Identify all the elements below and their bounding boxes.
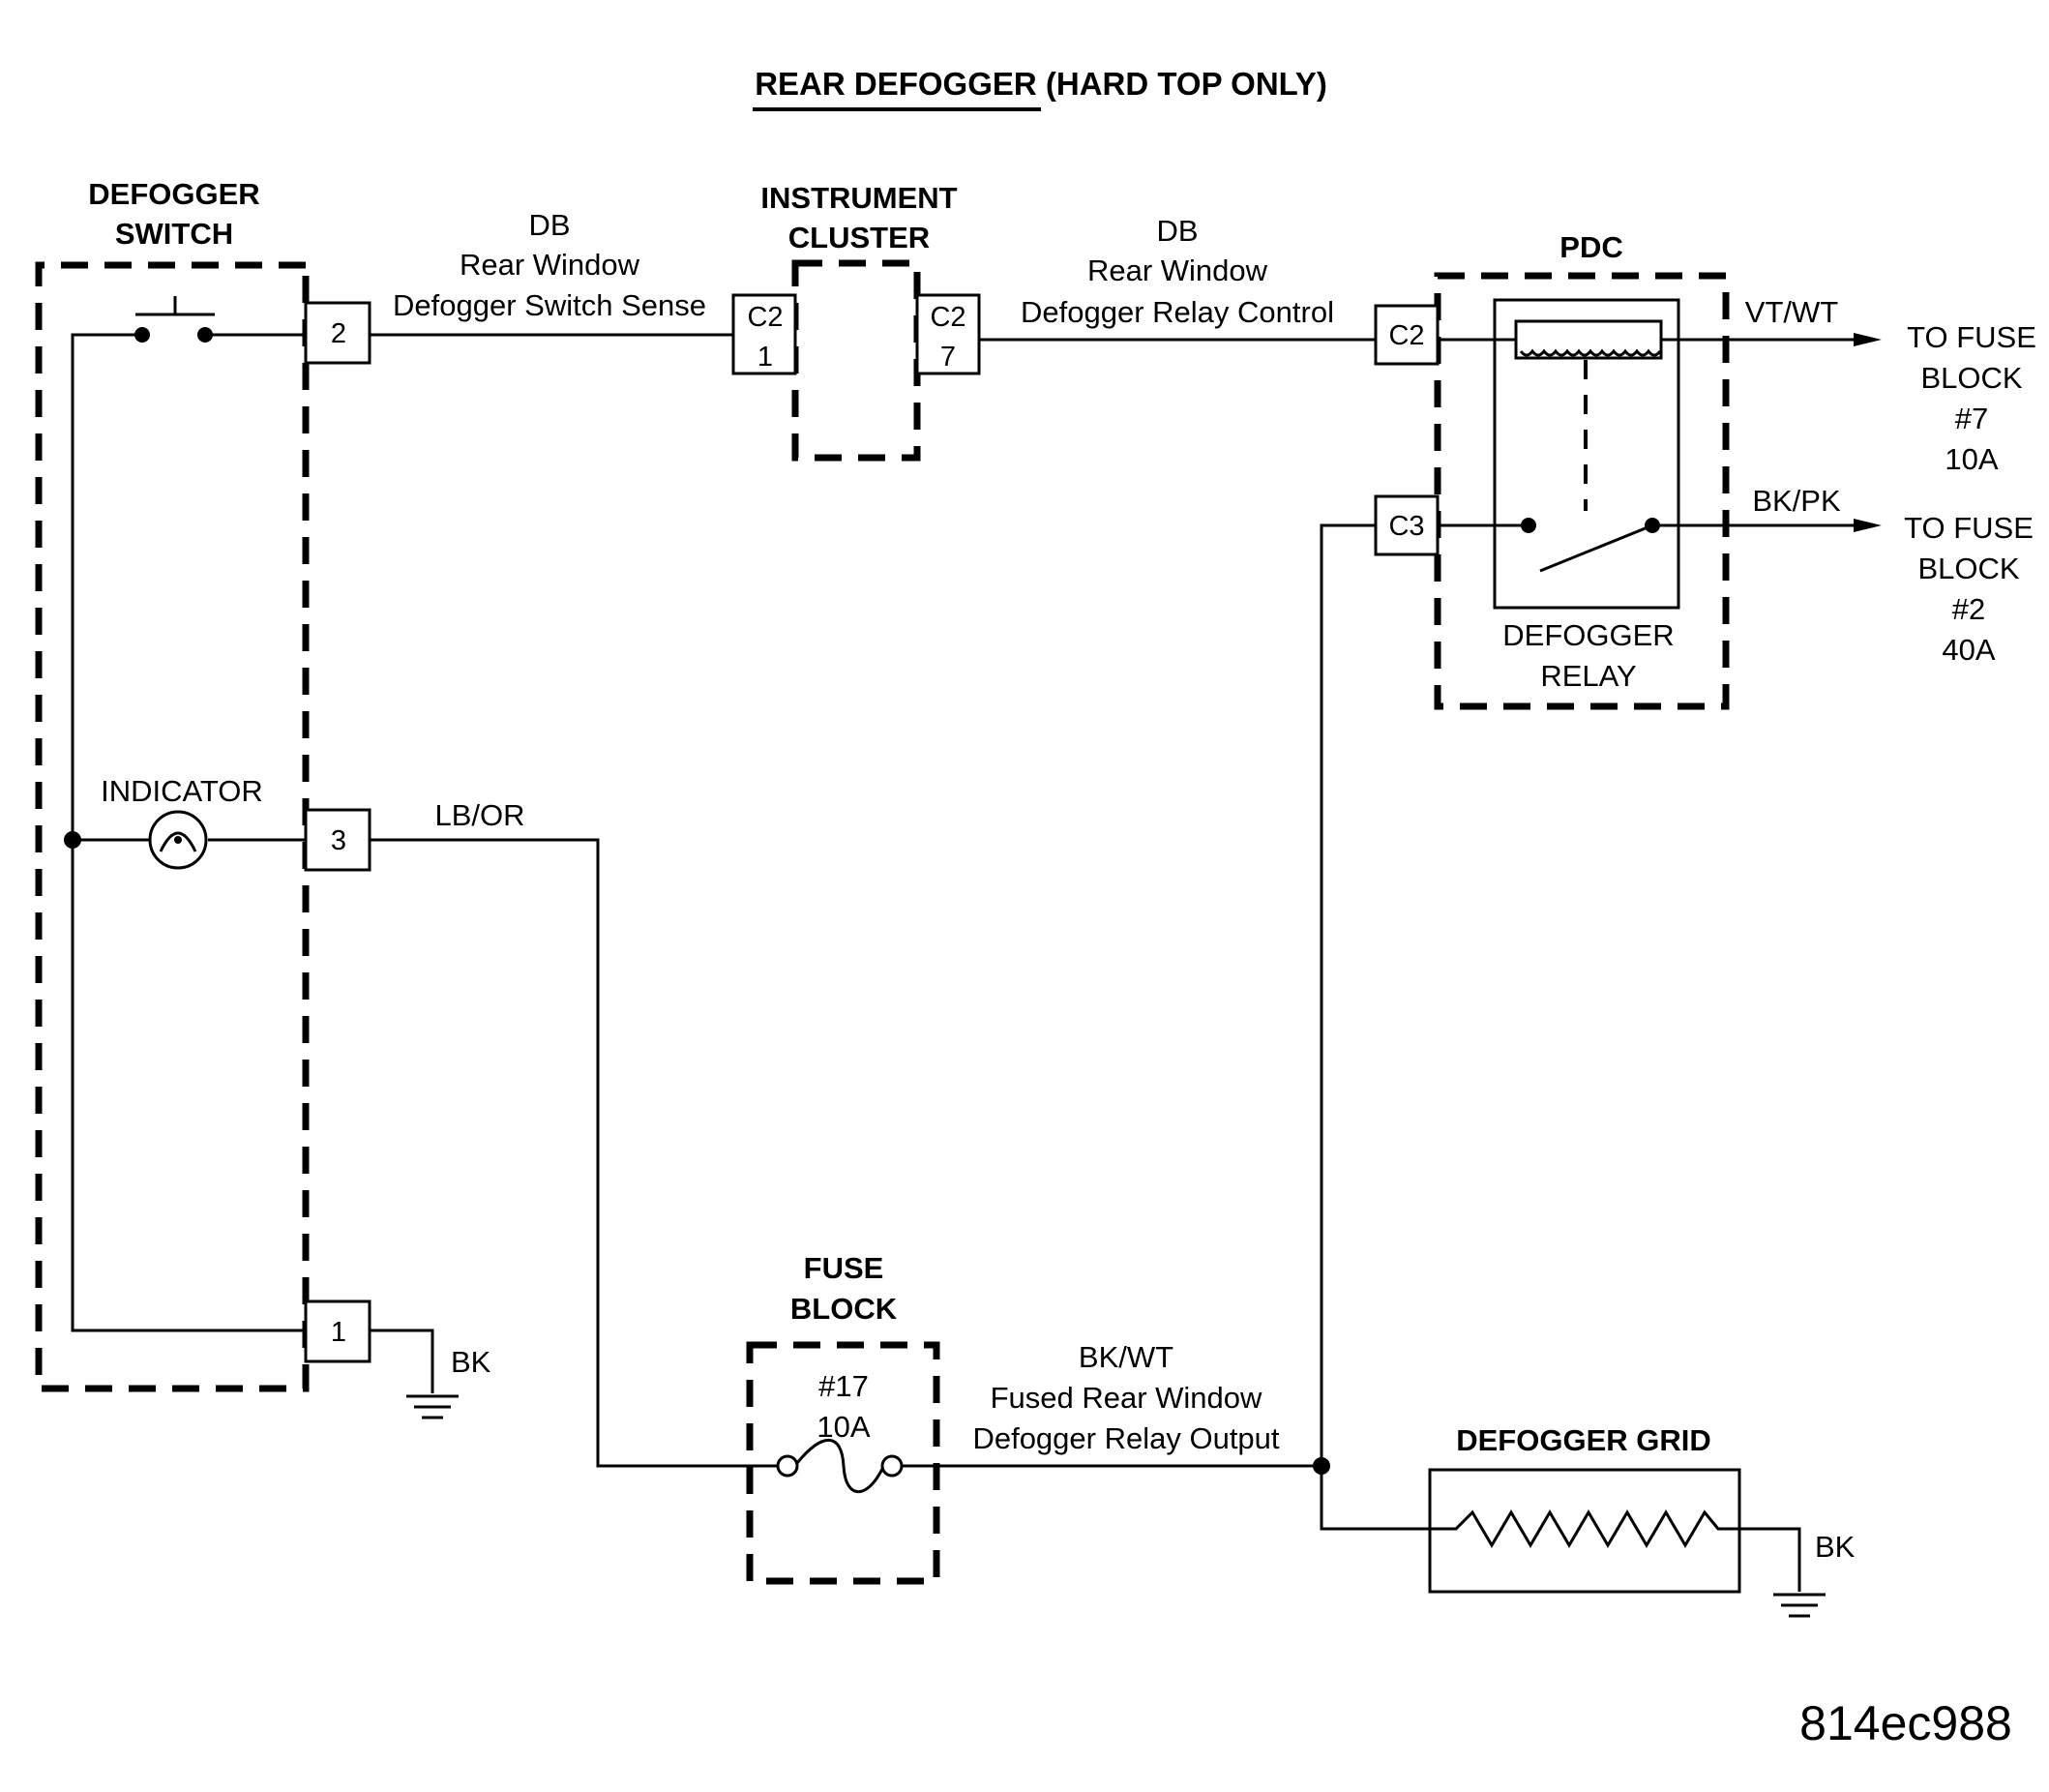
- fuse-block-label-2: BLOCK: [790, 1292, 898, 1326]
- relay-output-wire-desc-1: Fused Rear Window: [991, 1381, 1262, 1415]
- figure-code: 814ec988: [1799, 1696, 2012, 1750]
- ground-icon: [406, 1394, 459, 1419]
- relay-control-wire-color: DB: [1156, 214, 1198, 248]
- coil-feed-dest-1: TO FUSE: [1907, 320, 2036, 354]
- switch-sense-wire-desc-2: Defogger Switch Sense: [393, 288, 706, 322]
- relay-output-wire-color: BK/WT: [1079, 1340, 1173, 1374]
- defogger-switch: DEFOGGER SWITCH INDICATOR 2 3 1: [35, 177, 371, 1392]
- junction-dot: [64, 831, 81, 849]
- contact-feed-dest-3: #2: [1952, 592, 1985, 626]
- pdc-connector-c2: C2: [1388, 320, 1424, 351]
- coil-feed-dest-3: #7: [1955, 402, 1988, 435]
- switch-sense-wire-desc-1: Rear Window: [460, 248, 640, 282]
- relay-control-wire-desc-1: Rear Window: [1087, 254, 1268, 287]
- switch-pin-3: 3: [331, 825, 346, 856]
- arrow-icon: [1854, 519, 1882, 532]
- switch-pin-2: 2: [331, 318, 346, 349]
- fuse-icon: [751, 1438, 936, 1494]
- junction-dot: [1313, 1457, 1330, 1475]
- ground-icon: [1773, 1593, 1826, 1618]
- grid-resistor-icon: [1430, 1509, 1739, 1548]
- instrument-cluster-boundary: [791, 259, 921, 462]
- relay-coil-icon: [1438, 319, 1726, 511]
- cluster-right-connector: C2: [930, 302, 965, 333]
- switch-pin-1: 1: [331, 1317, 346, 1348]
- defogger-relay-label-1: DEFOGGER: [1502, 618, 1674, 652]
- defogger-switch-boundary: [35, 261, 310, 1392]
- relay-contact-icon: [1438, 518, 1726, 573]
- relay-output-wire-desc-2: Defogger Relay Output: [972, 1421, 1279, 1455]
- contact-feed-dest-2: BLOCK: [1917, 552, 2019, 585]
- indicator-feed-wire-color: LB/OR: [434, 798, 524, 832]
- grid-ground-wire-color: BK: [1815, 1530, 1856, 1564]
- pdc: PDC C2 C3 DEFOGGER RELAY: [1374, 230, 1730, 710]
- pdc-label: PDC: [1559, 230, 1622, 264]
- indicator-lamp-icon: [148, 810, 208, 870]
- fuse-rating: 10A: [817, 1410, 870, 1444]
- switch-ground-wire-color: BK: [451, 1345, 491, 1379]
- coil-feed-dest-2: BLOCK: [1920, 361, 2022, 395]
- instrument-cluster: INSTRUMENT CLUSTER C2 1 C2 7: [731, 181, 981, 462]
- cluster-left-pin: 1: [757, 342, 773, 373]
- fuse-block: FUSE BLOCK #17 10A: [746, 1251, 940, 1585]
- contact-feed-dest-4: 40A: [1942, 633, 1995, 667]
- instrument-cluster-label-1: INSTRUMENT: [760, 181, 957, 215]
- fuse-number: #17: [818, 1369, 869, 1403]
- cluster-left-connector: C2: [747, 302, 783, 333]
- fuse-block-label-1: FUSE: [804, 1251, 884, 1285]
- coil-feed-wire-color: VT/WT: [1745, 295, 1838, 329]
- cluster-right-pin: 7: [940, 342, 956, 373]
- defogger-switch-label-2: SWITCH: [115, 217, 233, 251]
- switch-contact-icon: [134, 296, 215, 343]
- switch-sense-wire-color: DB: [528, 208, 570, 242]
- defogger-grid: DEFOGGER GRID: [1428, 1423, 1741, 1594]
- coil-feed-dest-4: 10A: [1945, 442, 1998, 476]
- defogger-relay: DEFOGGER RELAY: [1438, 298, 1726, 693]
- pdc-connector-c3: C3: [1388, 511, 1424, 542]
- contact-feed-wire-color: BK/PK: [1752, 484, 1841, 518]
- defogger-switch-label-1: DEFOGGER: [88, 177, 259, 211]
- pdc-boundary: [1434, 272, 1730, 710]
- defogger-relay-label-2: RELAY: [1540, 659, 1636, 693]
- arrow-icon: [1854, 333, 1882, 346]
- defogger-grid-label: DEFOGGER GRID: [1456, 1423, 1711, 1457]
- instrument-cluster-label-2: CLUSTER: [788, 221, 930, 254]
- indicator-label: INDICATOR: [101, 774, 263, 808]
- diagram-title: REAR DEFOGGER (HARD TOP ONLY): [755, 66, 1327, 102]
- relay-control-wire-desc-2: Defogger Relay Control: [1021, 295, 1334, 329]
- contact-feed-dest-1: TO FUSE: [1904, 511, 2034, 545]
